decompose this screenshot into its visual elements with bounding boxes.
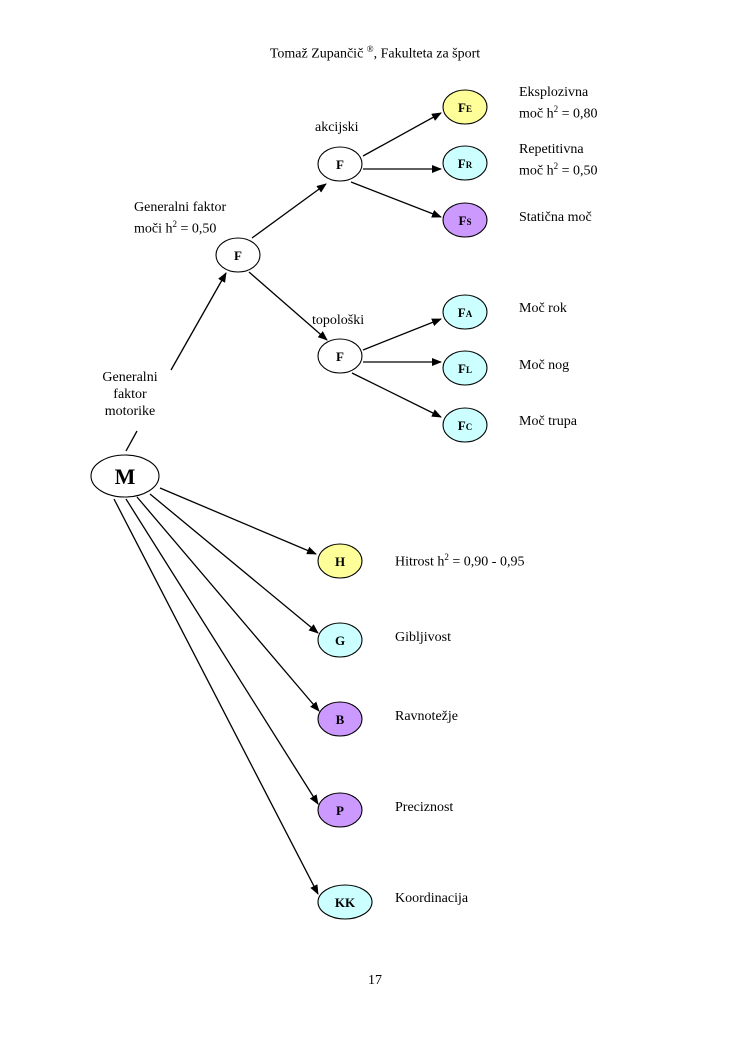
edge-to-b <box>136 496 320 712</box>
label-generalni-faktor-motorike: Generalni faktor motorike <box>102 370 158 419</box>
node-kk <box>317 884 373 920</box>
label-eksplozivna-moc: Eksplozivna moč h2 = 0,80 <box>519 85 598 122</box>
node-fs <box>442 202 488 238</box>
node-f-akcijski-label: F <box>336 157 344 172</box>
edge-to-fa <box>362 318 442 351</box>
node-p-label: P <box>336 803 344 818</box>
label-moc-trupa: Moč trupa <box>519 414 577 429</box>
label-akcijski: akcijski <box>315 120 359 135</box>
edge-to-fs <box>350 181 442 218</box>
page-number: 17 <box>368 973 382 988</box>
node-b <box>317 701 363 737</box>
label-generalni-faktor-moci: Generalni faktor moči h2 = 0,50 <box>134 200 227 237</box>
label-moc-nog: Moč nog <box>519 358 570 373</box>
node-f-topoloski <box>317 338 363 374</box>
node-fc-label: FC <box>458 418 472 433</box>
label-preciznost: Preciznost <box>395 800 454 815</box>
node-fl <box>442 350 488 386</box>
node-m-label: M <box>115 464 136 489</box>
node-f-topoloski-label: F <box>336 349 344 364</box>
edge-to-f-general <box>170 272 227 371</box>
label-repetitivna-moc: Repetitivna moč h2 = 0,50 <box>519 142 598 179</box>
node-f-general-label: F <box>234 248 242 263</box>
node-fc <box>442 407 488 443</box>
edge-to-fe <box>362 112 442 157</box>
node-fa <box>442 294 488 330</box>
edge-label-to-m <box>125 430 138 452</box>
node-h <box>317 543 363 579</box>
edge-to-h <box>159 487 317 555</box>
node-m <box>90 454 160 498</box>
node-p <box>317 792 363 828</box>
node-g <box>317 622 363 658</box>
node-b-label: B <box>336 712 345 727</box>
node-h-label: H <box>335 554 345 569</box>
node-f-akcijski <box>317 146 363 182</box>
edge-to-fc <box>351 372 442 418</box>
edge-to-p <box>125 498 319 805</box>
edge-to-g <box>149 493 319 634</box>
node-fr <box>442 145 488 181</box>
node-fa-label: FA <box>458 305 473 320</box>
node-g-label: G <box>335 633 345 648</box>
node-fl-label: FL <box>458 361 472 376</box>
edge-to-f-akcijski <box>251 183 327 239</box>
label-moc-rok: Moč rok <box>519 301 567 316</box>
node-fr-label: FR <box>458 156 473 171</box>
label-koordinacija: Koordinacija <box>395 891 469 906</box>
label-hitrost: Hitrost h2 = 0,90 - 0,95 <box>395 552 525 570</box>
label-staticna-moc: Statična moč <box>519 210 592 225</box>
node-fs-label: FS <box>459 213 472 228</box>
label-gibljivost: Gibljivost <box>395 630 452 645</box>
edge-to-kk <box>113 498 319 895</box>
label-topoloski: topološki <box>312 313 365 328</box>
page-header: Tomaž Zupančič ®, Fakulteta za šport <box>269 44 481 62</box>
node-fe <box>442 89 488 125</box>
node-f-general <box>215 237 261 273</box>
edge-to-f-topoloski <box>248 271 328 341</box>
label-ravnotezje: Ravnotežje <box>395 709 458 724</box>
node-fe-label: FE <box>458 100 472 115</box>
node-kk-label: KK <box>335 895 356 910</box>
